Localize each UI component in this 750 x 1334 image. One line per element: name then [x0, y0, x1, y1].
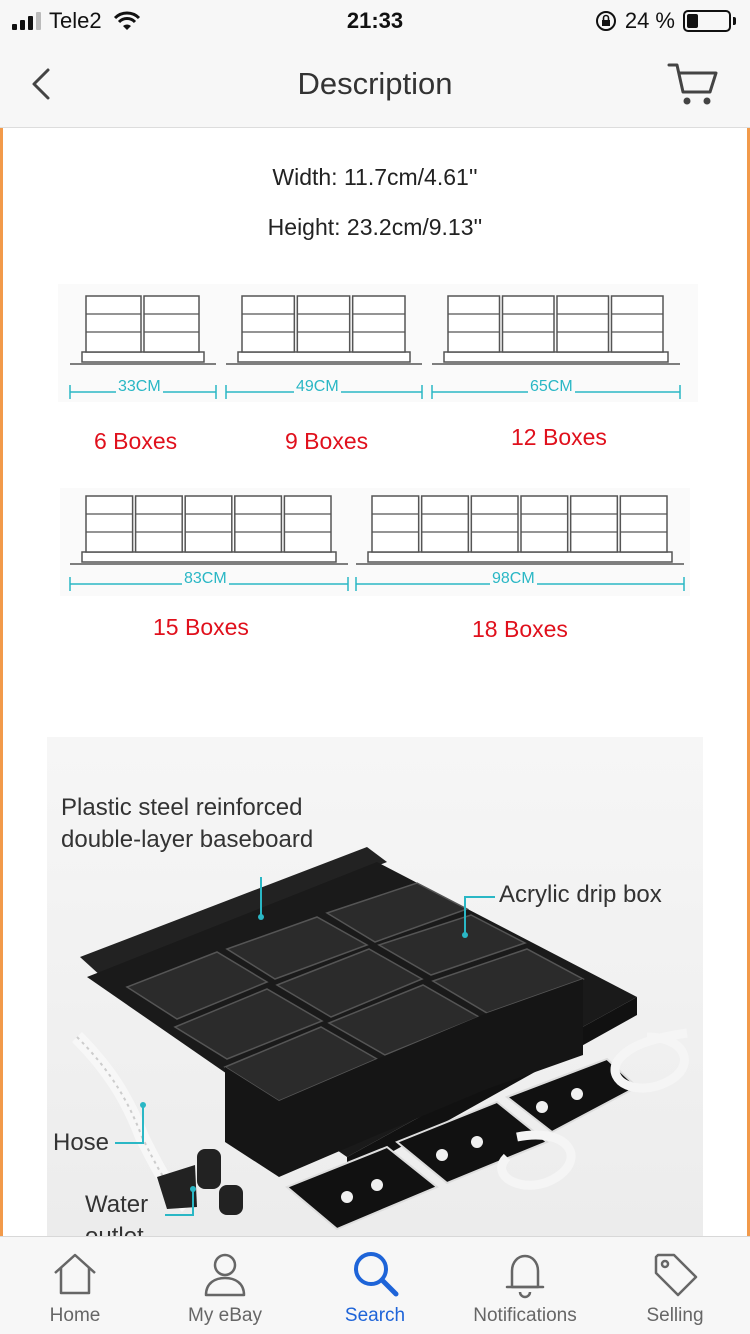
orientation-lock-icon [595, 11, 616, 31]
storage-box [296, 295, 351, 353]
storage-box [470, 495, 519, 553]
back-button[interactable] [24, 64, 64, 104]
storage-box [556, 295, 610, 353]
length-label: 65CM [528, 378, 575, 396]
storage-box [134, 495, 183, 553]
baseboard-annotation: Plastic steel reinforced double-layer ba… [61, 794, 314, 853]
cart-button[interactable] [666, 60, 722, 108]
storage-box [143, 295, 200, 353]
tag-icon [654, 1253, 698, 1297]
frame-border-left [0, 128, 3, 1236]
storage-box [371, 495, 420, 553]
size-diagram-drawing [69, 295, 685, 591]
frame-border-right [747, 128, 750, 1236]
tab-bar: Home My eBay Search Notifications Sellin… [0, 1236, 750, 1334]
tab-search[interactable]: Search [300, 1237, 450, 1334]
storage-box [610, 295, 664, 353]
tray-base [367, 551, 673, 563]
tab-label: Notifications [473, 1305, 577, 1326]
tab-my-ebay[interactable]: My eBay [150, 1237, 300, 1334]
tab-label: My eBay [188, 1305, 262, 1326]
storage-box [234, 495, 283, 553]
box-count-label: 9 Boxes [285, 428, 369, 454]
status-bar: Tele2 21:33 24 % [0, 0, 750, 44]
clock: 21:33 [346, 8, 404, 33]
tray-base [81, 551, 337, 563]
home-icon [54, 1253, 96, 1295]
height-spec: Height: 23.2cm/9.13'' [267, 214, 483, 240]
storage-box [241, 295, 296, 353]
box-count-label: 15 Boxes [153, 614, 249, 640]
tab-notifications[interactable]: Notifications [450, 1237, 600, 1334]
storage-box [501, 295, 555, 353]
storage-box [283, 495, 332, 553]
storage-box [520, 495, 569, 553]
length-label: 83CM [182, 570, 229, 588]
tray-base [443, 351, 669, 363]
tab-home[interactable]: Home [0, 1237, 150, 1334]
storage-box [85, 295, 142, 353]
storage-box [447, 295, 501, 353]
tab-label: Search [344, 1305, 406, 1326]
length-label: 33CM [116, 378, 163, 396]
box-count-label: 12 Boxes [511, 424, 607, 450]
status-right: 24 % [595, 8, 736, 34]
box-count-label: 18 Boxes [472, 616, 568, 642]
storage-box [351, 295, 406, 353]
storage-box [619, 495, 668, 553]
width-spec: Width: 11.7cm/4.61'' [272, 164, 478, 190]
search-icon [354, 1252, 399, 1297]
product-photo: Plastic steel reinforced double-layer ba… [47, 737, 703, 1236]
product-illustration [72, 847, 689, 1231]
length-label: 49CM [294, 378, 341, 396]
chevron-left-icon [32, 68, 50, 100]
storage-box [85, 495, 134, 553]
tray-base [237, 351, 411, 363]
battery-percent: 24 % [624, 8, 675, 33]
user-icon [204, 1253, 246, 1297]
storage-box [184, 495, 233, 553]
nav-header: Description [0, 44, 750, 128]
bell-icon [505, 1254, 545, 1299]
water-outlet-annotation: Water outlet [85, 1191, 149, 1236]
box-count-label: 6 Boxes [94, 428, 178, 454]
wifi-icon [113, 11, 140, 30]
cart-icon [667, 63, 718, 105]
length-label: 98CM [490, 570, 537, 588]
tab-selling[interactable]: Selling [600, 1237, 750, 1334]
tab-label: Home [49, 1305, 101, 1326]
tray-base [81, 351, 205, 363]
drip-box-annotation: Acrylic drip box [499, 881, 662, 908]
carrier-name: Tele2 [49, 8, 102, 33]
battery-icon [683, 10, 731, 32]
storage-box [420, 495, 470, 553]
hose-annotation: Hose [53, 1129, 110, 1156]
signal-icon [12, 12, 41, 30]
page-title: Description [297, 66, 453, 101]
storage-box [569, 495, 619, 553]
tab-label: Selling [646, 1305, 704, 1326]
description-content: Width: 11.7cm/4.61'' Height: 23.2cm/9.13… [0, 128, 750, 1236]
status-left: Tele2 [12, 8, 142, 34]
